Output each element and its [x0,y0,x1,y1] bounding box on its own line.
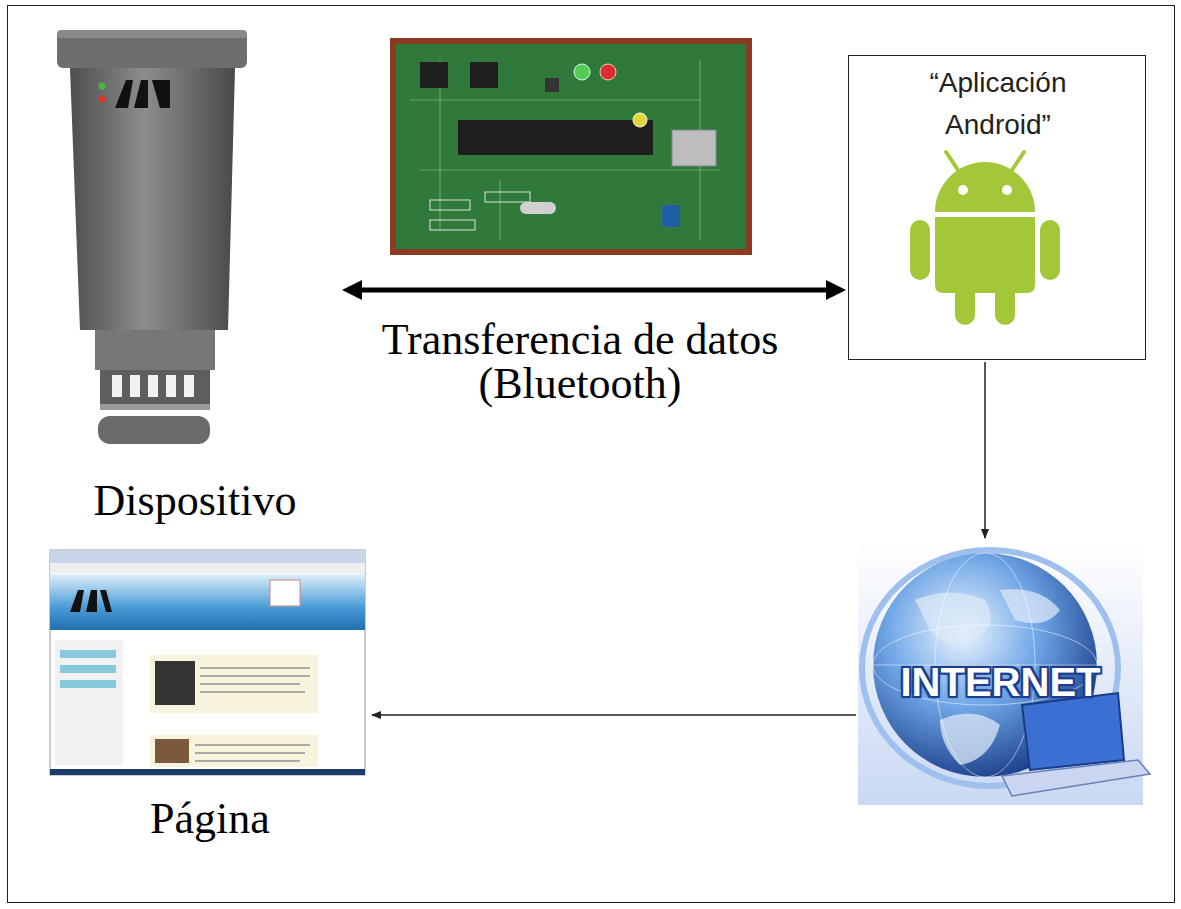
text-lines [200,668,310,692]
led-yellow [633,113,647,127]
menu-button [60,680,116,688]
android-logo [910,152,1060,325]
site-logo [70,590,112,612]
edge-label: Transferencia de datos (Bluetooth) [360,318,800,406]
internet-node: INTERNET [858,540,1143,805]
device-vent [100,370,210,408]
small-chip [470,62,498,88]
microcontroller [458,120,653,155]
device-bottom-cap [98,416,210,444]
device-node: Dispositivo [50,25,340,535]
taskbar [50,769,365,775]
capacitor [662,205,680,227]
laptop-screen [1022,693,1124,770]
pcb-edge [390,38,752,255]
device-label: Dispositivo [54,475,336,528]
device-rim [100,404,210,410]
address-bar [50,563,365,573]
device-body [70,68,235,330]
site-badge [270,580,300,606]
internet-label: INTERNET [862,658,1139,706]
browser-window [50,550,365,775]
app-title: “Aplicación Android” [878,62,1118,146]
text-lines [195,745,310,761]
device-neck [95,330,215,370]
device-cap-top [57,30,247,38]
led-red [600,64,616,80]
side-menu [55,640,123,765]
push-button [545,78,559,92]
android-eye [1002,185,1012,195]
header [430,220,475,230]
page-node: Página [50,545,370,865]
laptop-base [1002,760,1150,796]
app-box: “Aplicación Android” [848,55,1146,360]
pcb-board [396,44,746,249]
led-green [99,83,106,90]
browser-tabs [50,550,365,563]
header [430,200,470,210]
vent-slot [184,375,194,397]
webpage-screenshot [50,550,365,775]
device-logo [115,80,170,108]
led-green [574,64,590,80]
android-eye [958,185,968,195]
site-banner [50,574,365,630]
device-cap [57,30,247,68]
internet-illustration [858,540,1150,805]
page-label: Página [54,793,366,846]
pcb-illustration [390,38,752,255]
vent-slot [148,375,158,397]
usb-connector [672,130,716,166]
flow-arrow [372,714,856,716]
android-arm [910,220,930,280]
android-antenna [946,152,958,170]
android-head [935,162,1035,212]
pcb-traces [410,60,720,240]
android-arm [1040,220,1060,280]
content-image [155,739,189,763]
flow-arrow [984,362,986,538]
menu-button [60,665,116,673]
small-chip [420,62,448,88]
double-arrow [350,288,838,293]
content-image [155,661,195,705]
android-body [935,217,1035,293]
android-antenna [1012,152,1024,170]
content-box [150,655,318,713]
led-red [99,96,106,103]
android-leg [995,283,1015,325]
vent-slot [112,375,122,397]
android-leg [955,283,975,325]
vent-slot [166,375,176,397]
vent-slot [130,375,140,397]
header [485,192,530,202]
menu-button [60,650,116,658]
content-box [150,735,318,767]
crystal [520,202,556,214]
device-illustration [57,30,247,444]
